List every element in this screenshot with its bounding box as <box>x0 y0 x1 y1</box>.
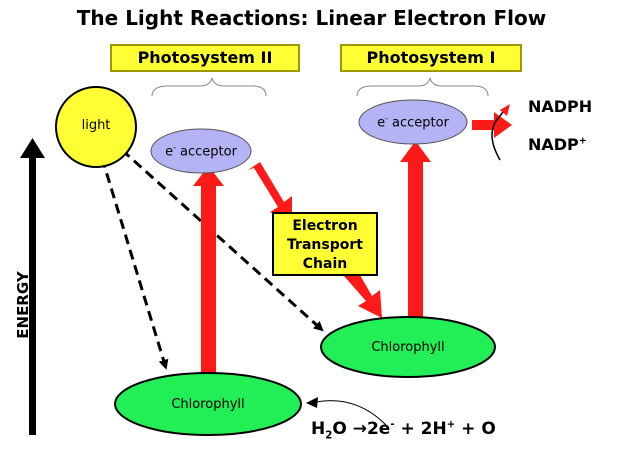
water-curve-arrow <box>315 400 387 426</box>
acceptor-to-etc-arrow <box>248 162 292 222</box>
light-dashed-arrow-to-psii <box>100 157 169 370</box>
water-splitting-equation: H2O →2e- + 2H+ + O <box>311 419 496 442</box>
light-dashed-arrow-to-psi <box>120 148 324 332</box>
light-circle <box>55 86 137 168</box>
nadp-label: NADP+ <box>528 135 587 154</box>
etc-line-2: Transport <box>287 237 363 253</box>
photosystem-i-label: Photosystem I <box>340 44 522 72</box>
nadph-label: NADPH <box>528 97 593 116</box>
photosystem-ii-brace <box>151 77 267 97</box>
photosystem-ii-label: Photosystem II <box>110 44 300 72</box>
chlorophyll-psii-ellipse <box>114 372 302 436</box>
etc-line-1: Electron <box>292 218 358 234</box>
psii-acceptor-ellipse <box>150 128 252 174</box>
diagram-title: The Light Reactions: Linear Electron Flo… <box>76 6 547 30</box>
water-curve-arrowhead <box>306 397 318 408</box>
chlorophyll-psii-label: Chlorophyll <box>171 397 245 412</box>
chlorophyll-psi-ellipse <box>320 316 496 378</box>
energy-axis-arrow <box>20 138 45 435</box>
psi-excitation-arrow <box>400 141 431 320</box>
nadp-curve-arrow <box>491 107 507 161</box>
electron-transport-chain-box: Electron Transport Chain <box>272 212 378 276</box>
psii-excitation-arrow <box>193 166 224 378</box>
energy-axis-label: ENERGY <box>14 271 32 339</box>
etc-to-chlorophyll-arrow <box>344 268 382 318</box>
chlorophyll-psi-label: Chlorophyll <box>371 340 445 355</box>
light-label: light <box>81 118 111 133</box>
psi-acceptor-label: e- acceptor <box>377 114 449 131</box>
nadp-curve-arrowhead <box>500 104 510 116</box>
psii-acceptor-label: e- acceptor <box>165 143 237 160</box>
etc-line-3: Chain <box>302 256 348 272</box>
psi-acceptor-ellipse <box>358 99 468 145</box>
photosystem-i-brace <box>356 77 489 97</box>
